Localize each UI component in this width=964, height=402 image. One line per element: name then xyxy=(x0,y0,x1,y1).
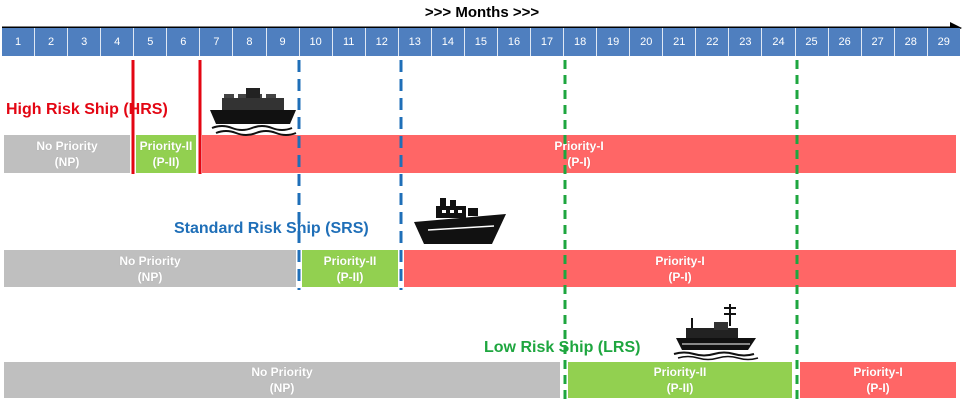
srs-priority-ii-bar: Priority-II (P-II) xyxy=(302,250,398,287)
month-cell: 12 xyxy=(365,28,399,56)
bar-label: Priority-II xyxy=(139,139,193,153)
month-cell: 16 xyxy=(497,28,531,56)
bar-label: Priority-I xyxy=(655,253,705,268)
month-cell: 13 xyxy=(398,28,432,56)
month-cell: 1 xyxy=(2,28,36,56)
month-cell: 20 xyxy=(630,28,664,56)
month-cell: 28 xyxy=(894,28,928,56)
hrs-label: High Risk Ship (HRS) xyxy=(6,101,168,118)
bar-sublabel: (P-I) xyxy=(567,155,591,169)
bar-sublabel: (P-II) xyxy=(336,269,364,284)
bar-label: No Priority xyxy=(119,253,181,268)
lrs-priority-i-bar: Priority-I (P-I) xyxy=(800,362,956,398)
month-cell: 4 xyxy=(101,28,135,56)
srs-label: Standard Risk Ship (SRS) xyxy=(174,220,369,237)
month-cell: 18 xyxy=(564,28,598,56)
month-cell: 21 xyxy=(663,28,697,56)
month-cell: 9 xyxy=(266,28,300,56)
srs-no-priority-bar: No Priority (NP) xyxy=(4,250,296,287)
bar-label: Priority-II xyxy=(323,253,377,268)
lrs-no-priority-bar: No Priority (NP) xyxy=(4,362,560,398)
month-cell: 19 xyxy=(597,28,631,56)
month-cell: 2 xyxy=(35,28,69,56)
month-cell: 24 xyxy=(762,28,796,56)
bar-sublabel: (NP) xyxy=(137,269,163,284)
month-cell: 7 xyxy=(200,28,234,56)
bar-sublabel: (P-II) xyxy=(152,155,180,169)
month-cell: 6 xyxy=(167,28,201,56)
month-cell: 26 xyxy=(828,28,862,56)
hrs-no-priority-bar: No Priority (NP) xyxy=(4,135,130,173)
month-cell: 8 xyxy=(233,28,267,56)
ship-icon xyxy=(673,304,759,361)
bar-label: Priority-I xyxy=(554,139,604,153)
bar-label: Priority-II xyxy=(653,365,707,379)
month-cell: 10 xyxy=(299,28,333,56)
month-cell: 3 xyxy=(68,28,102,56)
bar-label: No Priority xyxy=(251,365,313,379)
month-cell: 5 xyxy=(134,28,168,56)
month-cell: 11 xyxy=(332,28,366,56)
ship-icon xyxy=(414,198,506,244)
bar-sublabel: (P-I) xyxy=(866,381,890,395)
month-cell: 22 xyxy=(696,28,730,56)
month-cell: 17 xyxy=(531,28,565,56)
month-cell: 23 xyxy=(729,28,763,56)
bar-sublabel: (P-II) xyxy=(666,381,694,395)
bar-sublabel: (NP) xyxy=(269,381,295,395)
month-header-row: 1 2 3 4 5 6 7 8 9 10 11 12 13 14 15 16 1… xyxy=(2,28,960,56)
bar-label: Priority-I xyxy=(853,365,903,379)
month-cell: 29 xyxy=(927,28,960,56)
hrs-priority-i-bar: Priority-I (P-I) xyxy=(202,135,956,173)
lrs-priority-ii-bar: Priority-II (P-II) xyxy=(568,362,792,398)
month-cell: 27 xyxy=(861,28,895,56)
month-cell: 14 xyxy=(431,28,465,56)
bar-label: No Priority xyxy=(36,139,98,153)
month-cell: 15 xyxy=(464,28,498,56)
months-title: >>> Months >>> xyxy=(424,4,540,21)
bar-sublabel: (P-I) xyxy=(668,269,692,284)
ship-icon xyxy=(210,88,297,136)
bar-sublabel: (NP) xyxy=(54,155,80,169)
hrs-priority-ii-bar: Priority-II (P-II) xyxy=(136,135,196,173)
lrs-label: Low Risk Ship (LRS) xyxy=(484,339,641,356)
srs-priority-i-bar: Priority-I (P-I) xyxy=(404,250,956,287)
month-cell: 25 xyxy=(795,28,829,56)
